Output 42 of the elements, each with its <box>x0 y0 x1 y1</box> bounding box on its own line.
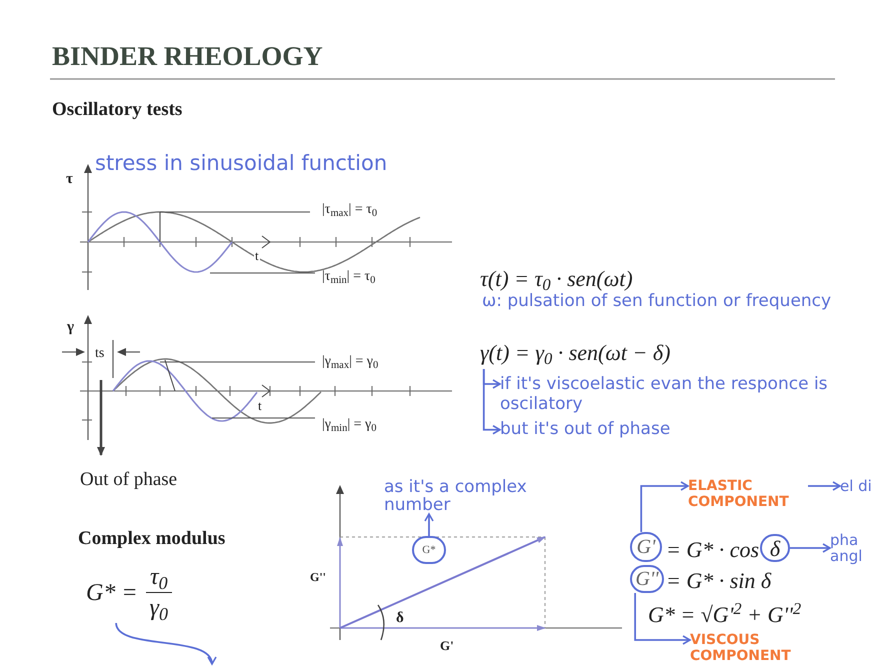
section-heading: Oscillatory tests <box>52 98 182 122</box>
arrow <box>424 513 434 536</box>
equation: τ(t) = τ$_{0}$ · sen(ωt) <box>480 265 633 294</box>
formula-text: G* = <box>86 578 138 608</box>
numerator: τ$_{0}$ <box>146 562 172 593</box>
circled-symbol: G* <box>412 536 446 564</box>
axis-label: G' <box>440 637 454 655</box>
slide-title: BINDER RHEOLOGY <box>52 40 323 73</box>
handwritten-note: ω: pulsation of sen function or frequency <box>482 292 832 311</box>
amplitude-label: |τ$_{max}$| = τ$_{0}$ <box>322 201 378 220</box>
handwritten-note: but it's out of phase <box>500 417 670 442</box>
arrow <box>640 481 689 532</box>
amplitude-label: |τ$_{min}$| = τ$_{0}$ <box>322 268 376 287</box>
handwritten-note: pha angl <box>830 532 880 564</box>
arrow <box>634 593 691 645</box>
axis-label: t <box>258 397 262 415</box>
equation: γ(t) = γ$_{0}$ · sen(ωt − δ) <box>480 336 670 369</box>
axis-label: γ <box>67 318 74 337</box>
circled-symbol: δ <box>760 534 790 562</box>
caption-text: Out of phase <box>80 468 178 492</box>
angle-label: δ <box>396 609 404 628</box>
amplitude-label: |γ$_{min}$| = γ$_{0}$ <box>322 416 376 435</box>
handwritten-note: el di <box>840 478 880 494</box>
handwritten-note: ELASTIC COMPONENT <box>688 478 808 510</box>
axis-label: τ <box>66 170 73 189</box>
circled-symbol: G' <box>630 532 662 562</box>
denominator: γ$_{0}$ <box>148 594 169 623</box>
circled-symbol: G'' <box>630 565 664 593</box>
time-shift-label: ts <box>95 345 104 363</box>
handwritten-note: stress in sinusoidal function <box>95 150 388 177</box>
equation: = G* · sin δ <box>666 567 772 595</box>
arrow <box>790 543 831 553</box>
equation: = G* · cos <box>666 536 760 564</box>
handwritten-note: as it's a complex number <box>384 478 584 514</box>
arrow <box>808 481 841 491</box>
arrow <box>482 369 501 435</box>
arrow <box>115 622 215 665</box>
amplitude-label: |γ$_{max}$| = γ$_{0}$ <box>322 353 378 372</box>
equation: G* = √G'$^{2}$ + G''$^{2}$ <box>648 598 802 629</box>
handwritten-note: VISCOUS COMPONENT <box>690 632 810 664</box>
section-heading: Complex modulus <box>78 527 226 551</box>
axis-label: G'' <box>310 569 326 586</box>
